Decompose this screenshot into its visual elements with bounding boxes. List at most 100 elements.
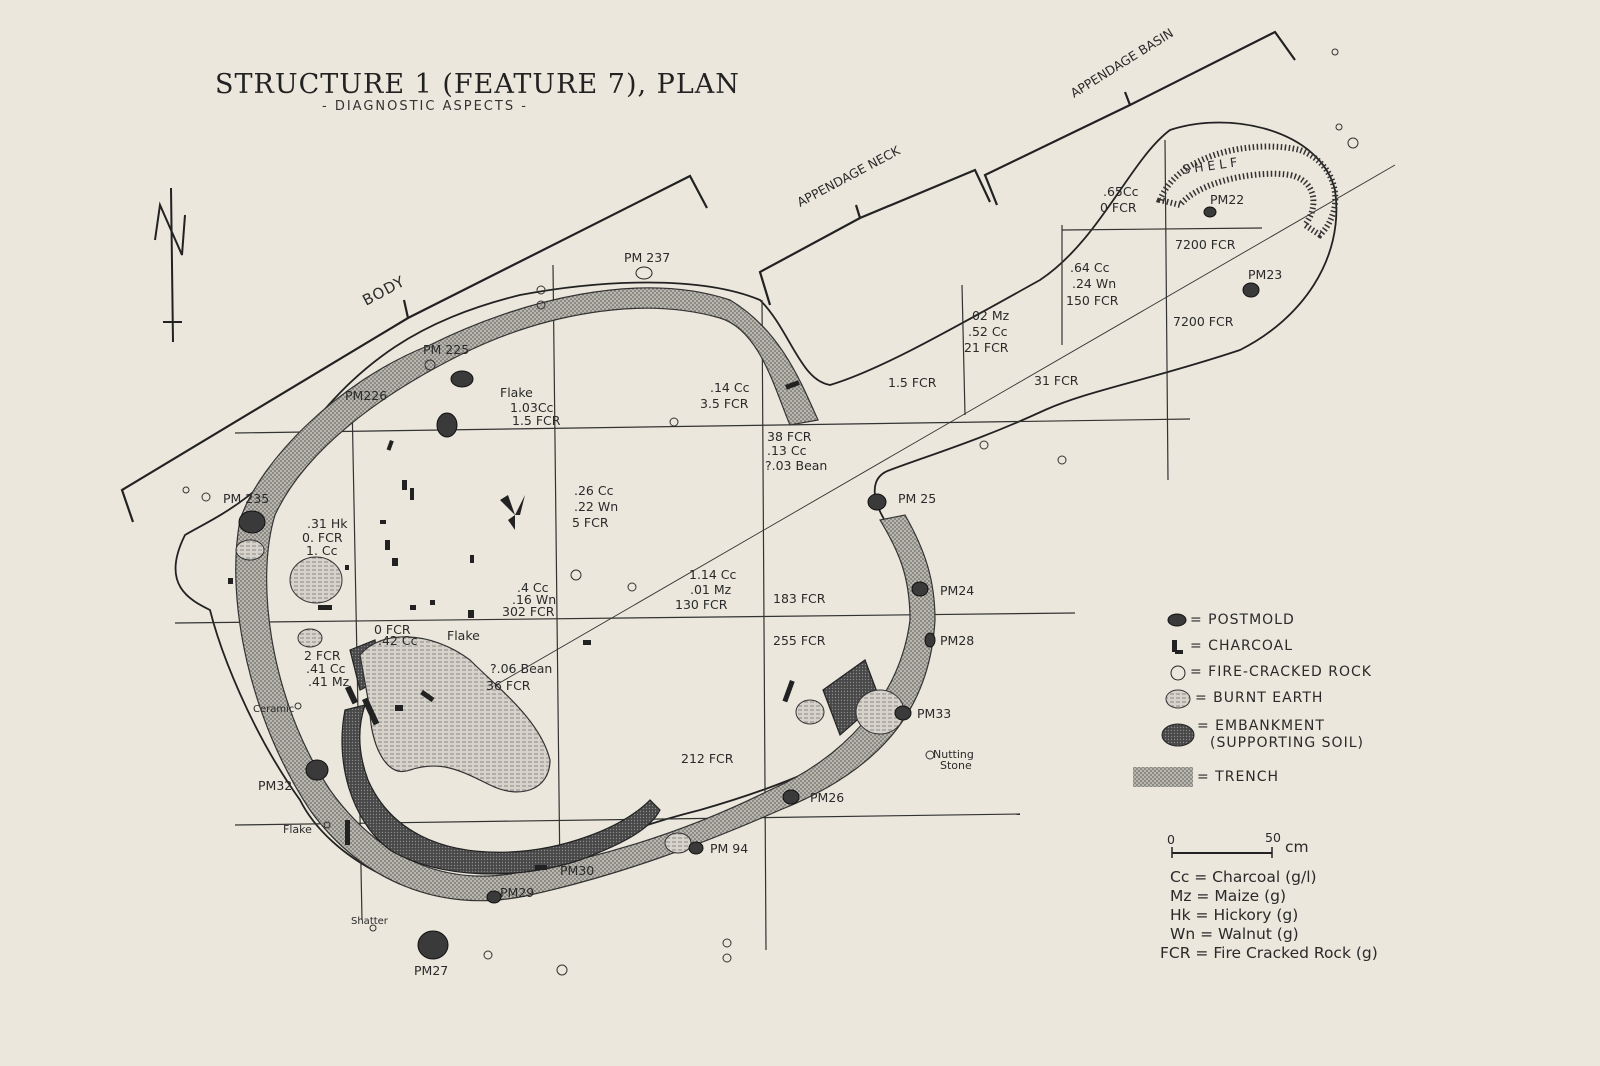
annotation: 212 FCR xyxy=(681,751,734,766)
legend-label: = FIRE-CRACKED ROCK xyxy=(1190,664,1372,680)
annotation: .41 Cc xyxy=(306,661,346,676)
annotation: Ceramic xyxy=(253,704,294,715)
annotation: 31 FCR xyxy=(1034,373,1079,388)
annotation: .4 Cc xyxy=(517,580,549,595)
pm-label: PM27 xyxy=(414,963,448,978)
annotation: 1.5 FCR xyxy=(888,375,937,390)
pm-label: PM29 xyxy=(500,885,534,900)
pm-label: PM22 xyxy=(1210,192,1244,207)
annotation: 302 FCR xyxy=(502,604,555,619)
pm-label: PM23 xyxy=(1248,267,1282,282)
postmold-icon xyxy=(1167,613,1187,627)
scale-label: 0 xyxy=(1167,832,1175,847)
annotation: Flake xyxy=(283,823,312,836)
burnt-earth xyxy=(235,539,265,561)
annotation: .01 Mz xyxy=(690,582,732,597)
scale-unit: cm xyxy=(1285,838,1309,856)
fcr-icon xyxy=(1170,665,1186,681)
annotation: .64 Cc xyxy=(1070,260,1110,275)
legend-label: = BURNT EARTH xyxy=(1195,690,1323,706)
section-label-neck: APPENDAGE NECK xyxy=(794,142,903,209)
postmolds xyxy=(238,206,1260,960)
annotation: .65Cc xyxy=(1103,184,1139,199)
annotation: 3.5 FCR xyxy=(700,396,749,411)
abbreviation: FCR = Fire Cracked Rock (g) xyxy=(1160,944,1378,962)
annotation: 5 FCR xyxy=(572,515,609,530)
burnt-earth xyxy=(297,628,323,648)
annotation: Flake xyxy=(447,628,480,643)
annotation: 130 FCR xyxy=(675,597,728,612)
annotation: 2 FCR xyxy=(304,648,341,663)
annotation: .24 Wn xyxy=(1072,276,1116,291)
abbreviation-key: Cc = Charcoal (g/l) Mz = Maize (g) Hk = … xyxy=(1160,868,1378,962)
pm-label: PM 225 xyxy=(423,342,469,357)
annotation: 1.5 FCR xyxy=(512,413,561,428)
pm-label: PM 25 xyxy=(898,491,936,506)
annotation: 0 FCR xyxy=(374,622,411,637)
burnt-earth xyxy=(795,699,825,725)
pm-label: PM30 xyxy=(560,863,594,878)
plan-subtitle: - DIAGNOSTIC ASPECTS - xyxy=(322,99,528,114)
pm-label: PM24 xyxy=(940,583,974,598)
annotation: 7200 FCR xyxy=(1173,314,1234,329)
embankment xyxy=(341,704,661,875)
annotation: 7200 FCR xyxy=(1175,237,1236,252)
annotation: 150 FCR xyxy=(1066,293,1119,308)
legend-label: (SUPPORTING SOIL) xyxy=(1210,735,1364,751)
pm-label: PM226 xyxy=(345,388,387,403)
section-label-body: BODY xyxy=(359,272,408,309)
plan-title: STRUCTURE 1 (FEATURE 7), PLAN xyxy=(215,69,740,100)
annotation: 38 FCR xyxy=(767,429,812,444)
annotation: 0. FCR xyxy=(302,530,343,545)
annotation: Flake xyxy=(500,385,533,400)
annotation: 1. Cc xyxy=(306,543,338,558)
burnt-earth xyxy=(664,832,692,854)
annotation: 36 FCR xyxy=(486,678,531,693)
pm-label: PM33 xyxy=(917,706,951,721)
pm-label: PM32 xyxy=(258,778,292,793)
legend-label: = EMBANKMENT xyxy=(1197,718,1325,734)
annotation: .31 Hk xyxy=(307,516,348,531)
pm-label: PM 94 xyxy=(710,841,748,856)
annotation: 21 FCR xyxy=(964,340,1009,355)
charcoal-icon xyxy=(1172,640,1177,652)
pm-label: PM28 xyxy=(940,633,974,648)
abbreviation: Cc = Charcoal (g/l) xyxy=(1170,868,1317,886)
legend-label: = POSTMOLD xyxy=(1190,612,1295,628)
annotation: 1.14 Cc xyxy=(689,567,737,582)
annotation: .41 Mz xyxy=(308,674,350,689)
annotation: .02 Mz xyxy=(968,308,1010,323)
annotation: .52 Cc xyxy=(968,324,1008,339)
abbreviation: Mz = Maize (g) xyxy=(1170,887,1286,905)
fcr-markers xyxy=(182,48,1359,976)
annotation: .22 Wn xyxy=(574,499,618,514)
abbreviation: Wn = Walnut (g) xyxy=(1170,925,1299,943)
annotation: ?.06 Bean xyxy=(490,661,552,676)
annotation: .14 Cc xyxy=(710,380,750,395)
section-brackets xyxy=(120,30,1296,523)
burnt-earth xyxy=(359,636,551,793)
annotation: .16 Wn xyxy=(512,592,556,607)
embankment-icon xyxy=(1161,723,1195,747)
annotation: 183 FCR xyxy=(773,591,826,606)
pm-label: PM 235 xyxy=(223,491,269,506)
shelf-edge xyxy=(1155,143,1339,239)
scale-label: 50 xyxy=(1265,830,1281,845)
annotation: Nutting xyxy=(933,748,974,761)
pm-label: PM 237 xyxy=(624,250,670,265)
annotation: Shatter xyxy=(351,916,389,927)
annotation: 1.03Cc xyxy=(510,400,554,415)
trench-icon xyxy=(1133,767,1193,787)
annotation: .26 Cc xyxy=(574,483,614,498)
annotation: 0 FCR xyxy=(1100,200,1137,215)
annotation: ?.03 Bean xyxy=(765,458,827,473)
burnt-earth-icon xyxy=(1165,689,1191,709)
legend-label: = CHARCOAL xyxy=(1190,638,1293,654)
legend: = POSTMOLD = CHARCOAL = FIRE-CRACKED ROC… xyxy=(1133,612,1372,787)
burnt-earth xyxy=(289,556,343,604)
annotation: .42 Cc xyxy=(378,633,418,648)
shelf-label: S H E L F xyxy=(1181,154,1238,177)
scale-bar: 0 50 cm xyxy=(1167,830,1309,858)
trench xyxy=(235,287,936,902)
